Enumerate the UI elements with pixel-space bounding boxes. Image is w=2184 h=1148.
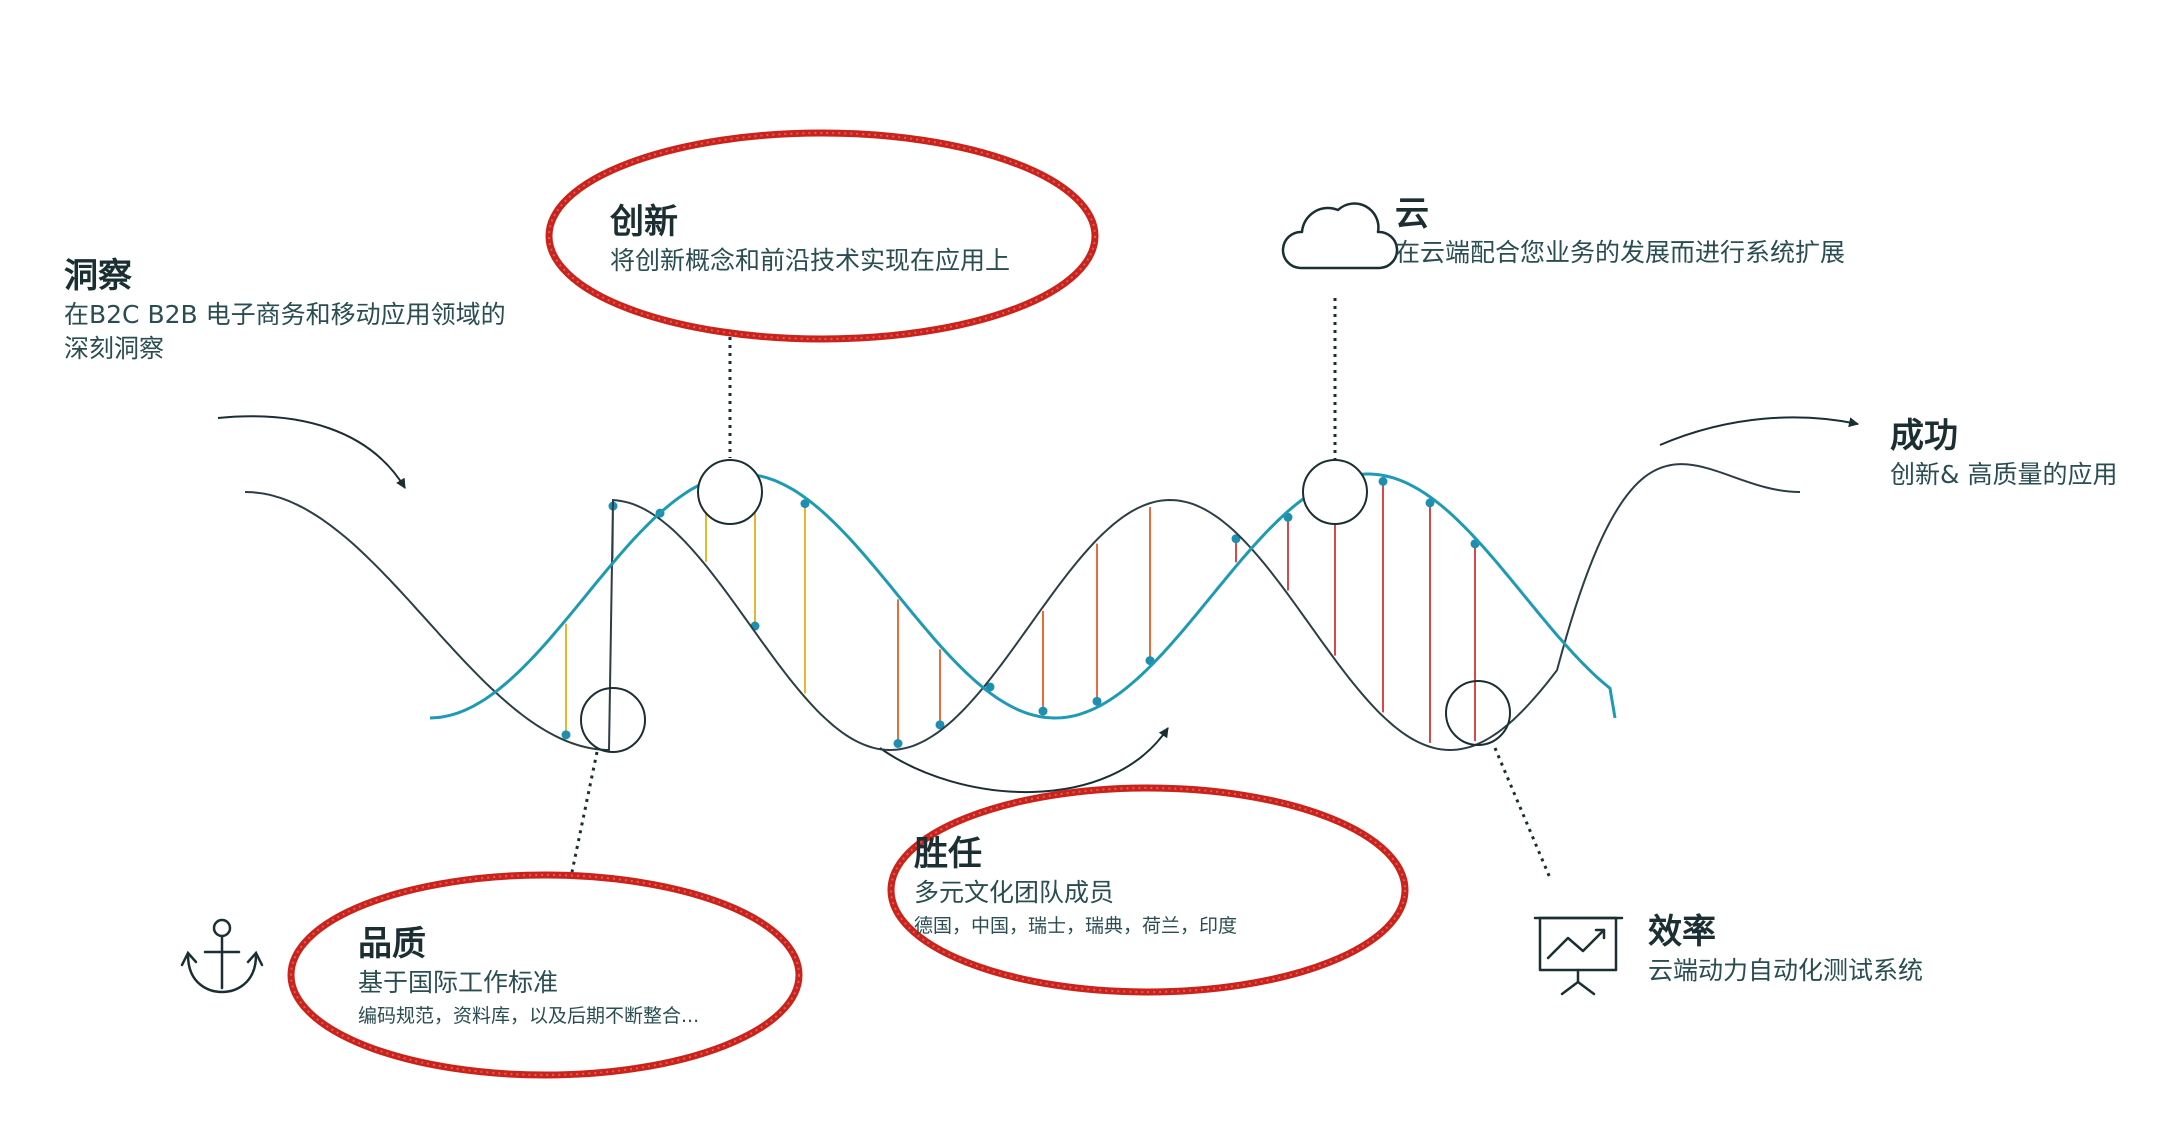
node-cloud [1302,459,1368,525]
helix-rung-dot [561,730,571,740]
helix-rung-dot [1092,696,1102,706]
competence-title: 胜任 [914,834,982,874]
quality-title: 品质 [358,924,426,964]
insight-subtitle-2: 深刻洞察 [64,334,165,363]
flow-arrow-right [1659,416,1859,446]
competence-note: 德国，中国，瑞士，瑞典，荷兰，印度 [914,915,1238,937]
helix-rung-dot [985,682,995,692]
helix-rung-dot [1231,534,1241,544]
cloud-subtitle: 在云端配合您业务的发展而进行系统扩展 [1395,238,1846,267]
connector-quality [570,751,599,873]
helix-strand-dark [244,463,1801,752]
node-efficiency [1445,680,1511,746]
label-success: 成功 创新& 高质量的应用 [1890,414,2117,492]
cloud-title: 云 [1395,194,1429,234]
flow-arrow-left [217,415,406,489]
label-cloud: 云 在云端配合您业务的发展而进行系统扩展 [1395,192,1845,270]
innovation-subtitle: 将创新概念和前沿技术实现在应用上 [610,246,1011,275]
efficiency-subtitle: 云端动力自动化测试系统 [1648,956,1924,985]
helix-rung-dot [893,738,903,748]
helix-rung-dot [1038,706,1048,716]
competence-subtitle: 多元文化团队成员 [914,878,1115,907]
success-title: 成功 [1890,416,1958,456]
label-competence: 胜任 多元文化团队成员 德国，中国，瑞士，瑞典，荷兰，印度 [914,832,1237,940]
flow-arrow-middle [879,727,1169,794]
innovation-title: 创新 [610,202,678,242]
cloud-icon [1281,202,1399,270]
helix-rung-dot [1378,476,1388,486]
insight-title: 洞察 [64,256,132,296]
highlight-innovation [545,129,1099,343]
label-insight: 洞察 在B2C B2B 电子商务和移动应用领域的 深刻洞察 [64,254,506,366]
label-innovation: 创新 将创新概念和前沿技术实现在应用上 [610,200,1010,278]
helix-rung-dot [935,720,945,730]
helix-rung-dot [800,499,810,509]
label-efficiency: 效率 云端动力自动化测试系统 [1648,910,1923,988]
highlight-quality [287,871,803,1079]
quality-subtitle: 基于国际工作标准 [358,968,559,997]
helix-strand-teal [429,472,1617,720]
insight-subtitle: 在B2C B2B 电子商务和移动应用领域的 [64,300,506,329]
anchor-icon [180,918,264,994]
connector-efficiency [1493,747,1552,879]
label-quality: 品质 基于国际工作标准 编码规范，资料库，以及后期不断整合... [358,922,699,1030]
helix-rung-dot [1425,498,1435,508]
success-subtitle: 创新& 高质量的应用 [1890,460,2118,489]
efficiency-title: 效率 [1648,912,1716,952]
node-innovation [697,459,763,525]
presentation-chart-icon [1533,916,1624,996]
highlight-competence [887,784,1409,996]
node-quality [580,687,646,753]
quality-note: 编码规范，资料库，以及后期不断整合... [358,1005,700,1027]
